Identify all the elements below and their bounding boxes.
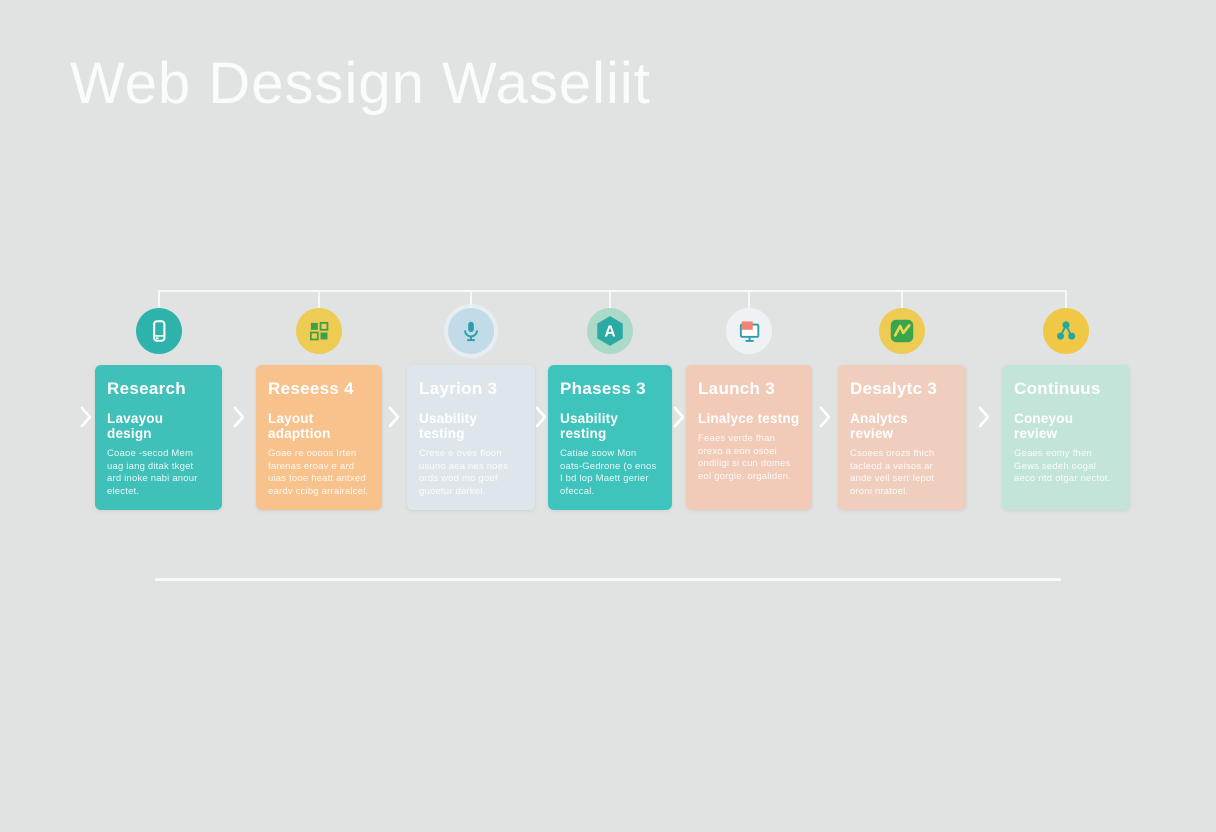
- phase-card: Research Lavayou design Coaoe -secod Mem…: [95, 365, 222, 510]
- svg-text:A: A: [604, 324, 615, 341]
- connector-tick: [470, 290, 472, 308]
- phase-title: Research: [107, 379, 186, 398]
- phase-card: Continuus Coneyou review Geaes eomy fhen…: [1002, 365, 1130, 510]
- phase-column: Research Lavayou design Coaoe -secod Mem…: [95, 290, 222, 520]
- chevron-right-icon: [384, 403, 404, 431]
- phase-subtitle: Analytcs review: [850, 411, 908, 441]
- phase-title: Launch 3: [698, 379, 776, 398]
- phase-subtitle: Usability testing: [419, 411, 478, 441]
- connector-tick: [609, 290, 611, 308]
- bottom-divider: [155, 578, 1061, 581]
- chevron-right-icon: [669, 403, 689, 431]
- phase-card: Phasess 3 Usability resting Catiae soow …: [548, 365, 672, 510]
- mobile-phone-icon: [135, 308, 182, 354]
- phase-title: Reseess 4: [268, 379, 354, 398]
- phase-column: Launch 3 Linalyce testng Feaes verde fha…: [686, 290, 812, 520]
- phase-body: Crese e oves floon usuno aea nes noes or…: [419, 448, 509, 497]
- connector-tick: [1065, 290, 1067, 308]
- chevron-right-icon: [531, 403, 551, 431]
- chevron-right-icon: [76, 403, 96, 431]
- phase-body: Catiae soow Mon oats-Gedrone (o enos I b…: [560, 448, 657, 497]
- phase-card: Launch 3 Linalyce testng Feaes verde fha…: [686, 365, 812, 510]
- hexagon-a-icon: A: [587, 308, 633, 354]
- microphone-icon: [448, 308, 494, 354]
- phase-column: Continuus Coneyou review Geaes eomy fhen…: [1002, 290, 1130, 520]
- phase-body: Goae re oooos Irten farenas eroav e ard …: [268, 448, 369, 497]
- connector-tick: [748, 290, 750, 308]
- phase-subtitle: Lavayou design: [107, 411, 164, 441]
- phase-column: Desalytc 3 Analytcs review Csoees orozs …: [838, 290, 966, 520]
- phase-subtitle: Layout adapttion: [268, 411, 331, 441]
- phase-card: Layrion 3 Usability testing Crese e oves…: [407, 365, 535, 510]
- phase-column: A Phasess 3 Usability resting Catiae soo…: [548, 290, 672, 520]
- phase-card: Desalytc 3 Analytcs review Csoees orozs …: [838, 365, 966, 510]
- phase-column: Layrion 3 Usability testing Crese e oves…: [407, 290, 535, 520]
- monitor-windows-icon: [726, 308, 772, 354]
- phase-body: Coaoe -secod Mem uag iang ditak tkget ar…: [107, 448, 198, 497]
- phase-column: Reseess 4 Layout adapttion Goae re oooos…: [256, 290, 382, 520]
- chevron-right-icon: [974, 403, 994, 431]
- connector-tick: [318, 290, 320, 308]
- line-chart-icon: [879, 308, 925, 354]
- grid-squares-icon: [296, 308, 342, 354]
- timeline-connector: [158, 290, 1066, 292]
- connector-tick: [901, 290, 903, 308]
- page-title: Web Dessign Waseliit: [70, 51, 651, 116]
- share-network-icon: [1043, 308, 1089, 354]
- phase-subtitle: Coneyou review: [1014, 411, 1074, 441]
- phase-body: Csoees orozs fhich tacleod a veisos ar a…: [850, 448, 935, 497]
- phase-title: Continuus: [1014, 379, 1101, 398]
- connector-tick: [157, 290, 160, 308]
- phase-body: Geaes eomy fhen Gews sedeh oogal aeco ri…: [1014, 448, 1111, 484]
- phase-title: Layrion 3: [419, 379, 498, 398]
- phase-body: Feaes verde fhan orexo a eon osoei ondil…: [698, 433, 792, 482]
- chevron-right-icon: [815, 403, 835, 431]
- phase-title: Desalytc 3: [850, 379, 938, 398]
- chevron-right-icon: [229, 403, 249, 431]
- phase-subtitle: Usability resting: [560, 411, 619, 441]
- phase-subtitle: Linalyce testng: [698, 411, 800, 426]
- phase-card: Reseess 4 Layout adapttion Goae re oooos…: [256, 365, 382, 510]
- phase-title: Phasess 3: [560, 379, 646, 398]
